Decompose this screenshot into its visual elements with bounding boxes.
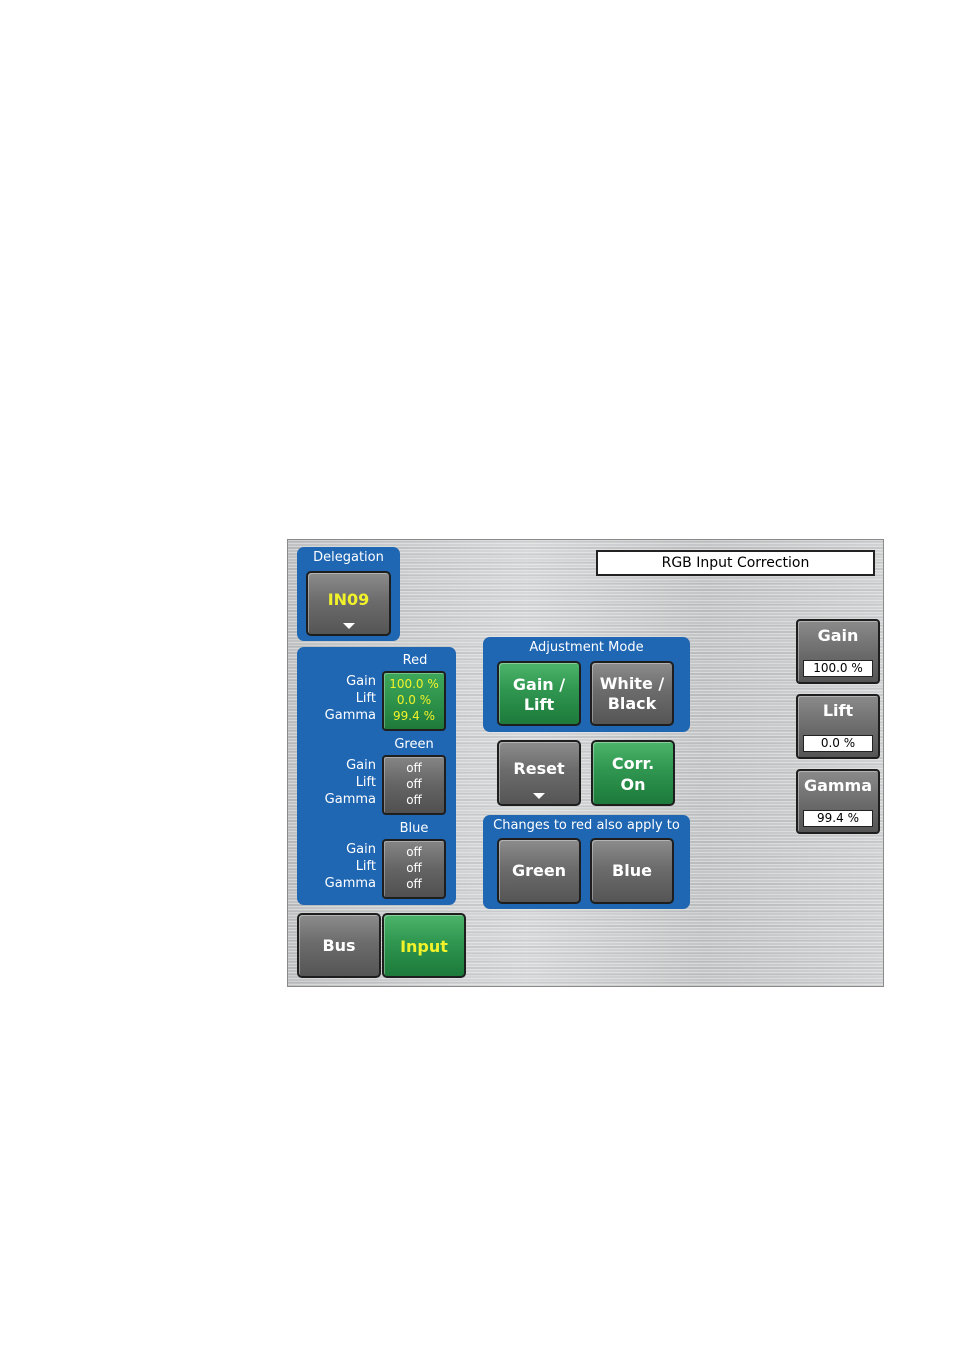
red-title: Red	[402, 653, 428, 668]
apply-to-group: Changes to red also apply to Green Blue	[483, 815, 690, 909]
red-gain-label: Gain	[346, 674, 376, 689]
apply-to-title: Changes to red also apply to	[493, 818, 680, 833]
green-gamma-label: Gamma	[324, 792, 376, 807]
blue-lift-value: off	[406, 861, 422, 875]
red-gamma-label: Gamma	[324, 708, 376, 723]
green-lift-label: Lift	[355, 775, 376, 790]
blue-row-labels: Gain Lift Gamma	[297, 841, 376, 892]
adjustment-mode-title: Adjustment Mode	[529, 640, 644, 655]
blue-gamma-value: off	[406, 877, 422, 891]
white-black-mode-button[interactable]: White / Black	[590, 661, 674, 726]
white-black-line2: Black	[607, 694, 657, 713]
delegation-group: Delegation IN09	[297, 547, 400, 641]
lift-param-button[interactable]: Lift 0.0 %	[796, 694, 880, 759]
gain-param-value: 100.0 %	[803, 660, 873, 677]
red-lift-label: Lift	[355, 691, 376, 706]
red-gain-value: 100.0 %	[389, 677, 439, 691]
gain-lift-line1: Gain /	[512, 675, 566, 694]
blue-gamma-label: Gamma	[324, 876, 376, 891]
green-values-button[interactable]: off off off	[382, 755, 446, 815]
gamma-param-label: Gamma	[803, 776, 873, 795]
menu-title: RGB Input Correction	[596, 550, 875, 576]
red-gamma-value: 99.4 %	[393, 709, 435, 723]
gamma-param-button[interactable]: Gamma 99.4 %	[796, 769, 880, 834]
bus-button[interactable]: Bus	[297, 913, 381, 978]
reset-label: Reset	[513, 759, 565, 778]
blue-gain-value: off	[406, 845, 422, 859]
dropdown-arrow-icon	[533, 793, 545, 799]
green-title: Green	[394, 737, 434, 752]
delegation-title: Delegation	[313, 550, 384, 565]
red-lift-value: 0.0 %	[396, 693, 432, 707]
apply-green-label: Green	[511, 861, 567, 880]
input-button[interactable]: Input	[382, 913, 466, 978]
corr-line2: On	[620, 775, 646, 794]
green-gamma-value: off	[406, 793, 422, 807]
reset-button[interactable]: Reset	[497, 740, 581, 806]
adjustment-mode-group: Adjustment Mode Gain / Lift White / Blac…	[483, 637, 690, 732]
green-row-labels: Gain Lift Gamma	[297, 757, 376, 808]
correction-on-button[interactable]: Corr. On	[591, 740, 675, 806]
channels-group: Red Gain Lift Gamma 100.0 % 0.0 % 99.4 %…	[297, 647, 456, 905]
red-values-button[interactable]: 100.0 % 0.0 % 99.4 %	[382, 671, 446, 731]
lift-param-value: 0.0 %	[803, 735, 873, 752]
apply-green-button[interactable]: Green	[497, 838, 581, 904]
apply-blue-label: Blue	[612, 861, 652, 880]
blue-values-button[interactable]: off off off	[382, 839, 446, 899]
green-lift-value: off	[406, 777, 422, 791]
input-label: Input	[400, 937, 448, 956]
bus-label: Bus	[322, 936, 356, 955]
gain-lift-line2: Lift	[523, 695, 555, 714]
green-gain-value: off	[406, 761, 422, 775]
gain-param-label: Gain	[817, 626, 859, 645]
gain-lift-mode-button[interactable]: Gain / Lift	[497, 661, 581, 726]
lift-param-label: Lift	[822, 701, 854, 720]
delegation-button[interactable]: IN09	[306, 571, 391, 636]
green-gain-label: Gain	[346, 758, 376, 773]
dropdown-arrow-icon	[342, 623, 355, 629]
blue-title: Blue	[399, 821, 429, 836]
blue-gain-label: Gain	[346, 842, 376, 857]
red-row-labels: Gain Lift Gamma	[297, 673, 376, 724]
delegation-value: IN09	[327, 590, 370, 609]
rgb-input-correction-panel: RGB Input Correction Delegation IN09 Red…	[287, 539, 884, 987]
corr-line1: Corr.	[611, 754, 655, 773]
gamma-param-value: 99.4 %	[803, 810, 873, 827]
apply-blue-button[interactable]: Blue	[590, 838, 674, 904]
gain-param-button[interactable]: Gain 100.0 %	[796, 619, 880, 684]
white-black-line1: White /	[599, 674, 665, 693]
blue-lift-label: Lift	[355, 859, 376, 874]
